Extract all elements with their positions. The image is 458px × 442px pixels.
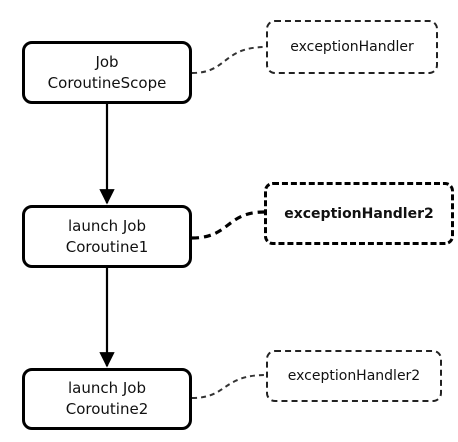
connector-coroutine2-to-handler2 [191,374,267,399]
node-label-line1: launch Job [67,379,147,397]
node-job-coroutinescope: Job CoroutineScope [22,41,192,104]
node-launch-job-coroutine1: launch Job Coroutine1 [22,205,192,268]
node-label-line1: Job [95,52,119,71]
connector-scope-to-handler [191,46,267,74]
node-launch-job-coroutine2: launch Job Coroutine2 [22,368,192,430]
node-label-line1: launch Job [67,216,147,235]
handler-exceptionhandler2: exceptionHandler2 [266,350,442,402]
node-label-line2: Coroutine2 [65,400,149,418]
connector-coroutine1-to-handler2 [191,210,265,240]
handler-exceptionhandler2-emphasized: exceptionHandler2 [264,182,454,245]
node-label-line2: Coroutine1 [65,237,149,256]
node-label-line2: CoroutineScope [47,73,167,92]
handler-exceptionhandler: exceptionHandler [266,20,438,74]
